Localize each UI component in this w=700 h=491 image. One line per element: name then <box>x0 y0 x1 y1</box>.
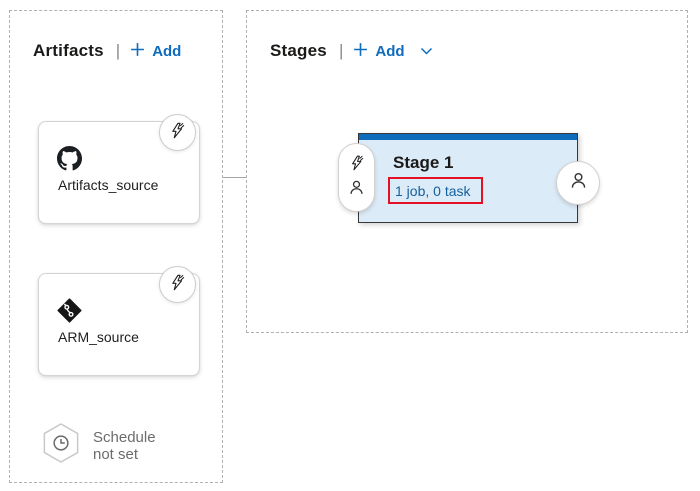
add-stage-label: Add <box>375 42 405 60</box>
artifacts-title: Artifacts <box>33 41 104 60</box>
artifacts-header: Artifacts | Add <box>33 41 181 61</box>
person-icon <box>348 179 365 201</box>
schedule-line2: not set <box>93 445 139 463</box>
chevron-down-icon[interactable] <box>420 47 433 56</box>
stages-title: Stages <box>270 41 327 60</box>
artifacts-panel <box>9 10 223 483</box>
continuous-deployment-trigger-button[interactable] <box>159 266 196 303</box>
artifact-label: Artifacts_source <box>58 177 159 193</box>
stage-status-bar <box>359 134 577 140</box>
add-artifact-label: Add <box>152 42 182 60</box>
post-deployment-conditions-button[interactable] <box>556 161 600 205</box>
schedule-line1: Schedule <box>93 428 156 446</box>
schedule-status-text: Schedule not set <box>93 429 156 463</box>
header-divider: | <box>338 41 344 60</box>
plus-icon <box>130 42 145 61</box>
git-repo-icon <box>57 298 82 328</box>
lightning-bolt-icon <box>169 274 186 296</box>
artifact-label: ARM_source <box>58 329 139 345</box>
job-task-link[interactable]: 1 job, 0 task <box>395 182 471 199</box>
plus-icon <box>353 42 368 61</box>
header-divider: | <box>115 41 121 60</box>
schedule-trigger-button[interactable]: Schedule not set <box>42 422 156 469</box>
stage-card[interactable]: Stage 1 1 job, 0 task <box>358 133 578 223</box>
github-icon <box>57 146 82 176</box>
person-icon <box>569 171 588 195</box>
stage-title: Stage 1 <box>393 153 454 172</box>
add-stage-button[interactable]: Add <box>353 42 432 61</box>
continuous-deployment-trigger-button[interactable] <box>159 114 196 151</box>
clock-icon <box>42 422 80 469</box>
lightning-bolt-icon <box>169 122 186 144</box>
red-highlight-annotation: 1 job, 0 task <box>388 177 483 204</box>
pre-deployment-conditions-button[interactable] <box>338 143 375 212</box>
lightning-bolt-icon <box>349 155 365 176</box>
stages-header: Stages | Add <box>270 41 433 61</box>
add-artifact-button[interactable]: Add <box>130 42 181 61</box>
